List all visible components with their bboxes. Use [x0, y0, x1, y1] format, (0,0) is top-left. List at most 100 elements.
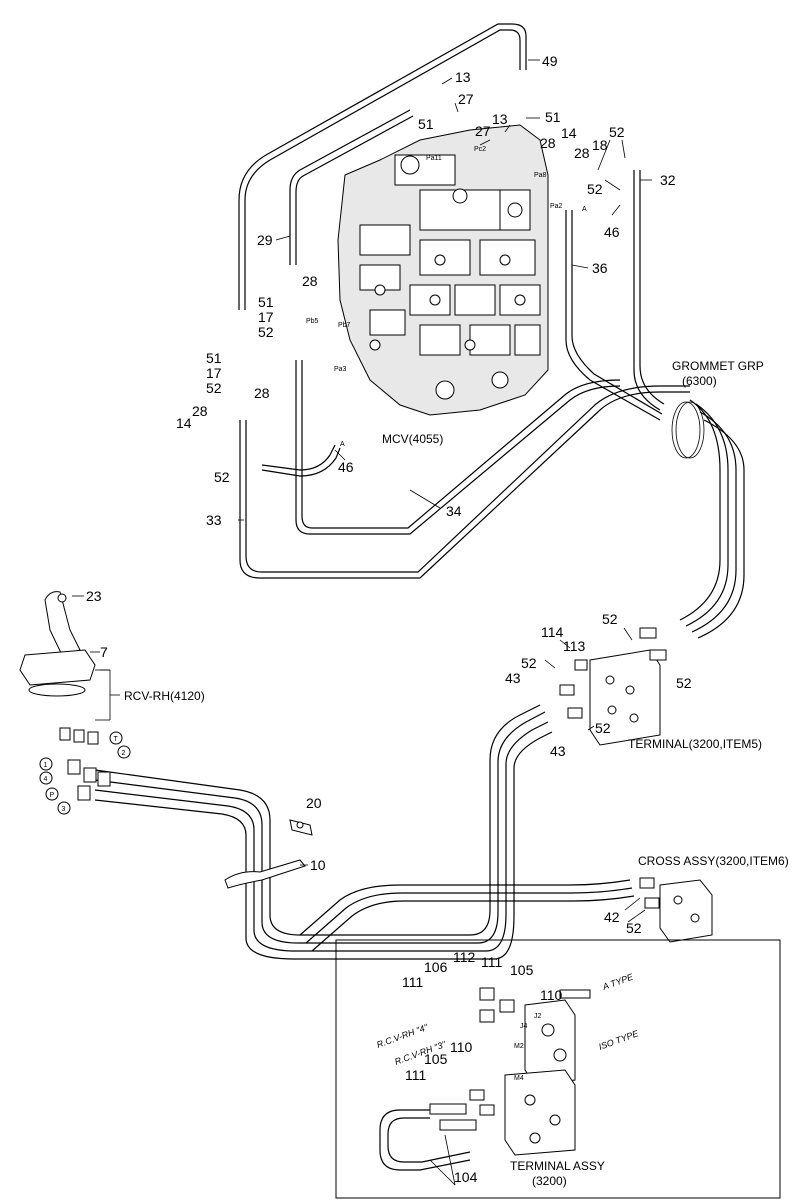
rcv-port-labels: 1 2 3 4 T P [39, 731, 131, 815]
rcv-fittings [59, 727, 111, 801]
callout-28d: 28 [254, 385, 270, 401]
callout-28b: 28 [574, 145, 590, 161]
terminal-assy-code: (3200) [532, 1174, 567, 1188]
callout-111b: 111 [481, 954, 502, 970]
terminal-block [559, 627, 667, 746]
callout-28e: 28 [192, 403, 208, 419]
callout-14b: 14 [176, 415, 192, 431]
callout-51d: 51 [206, 350, 222, 366]
callout-27a: 27 [458, 91, 474, 107]
port-pa11: Pa11 [426, 155, 442, 162]
callout-20: 20 [306, 795, 322, 811]
callout-52d: 52 [206, 380, 222, 396]
callout-51a: 51 [418, 116, 434, 132]
callout-114: 114 [541, 624, 564, 640]
callout-49: 49 [542, 53, 558, 69]
port-arrow-a-2: A [340, 441, 345, 448]
callout-42: 42 [604, 909, 620, 925]
mcv-label: MCV(4055) [382, 432, 443, 446]
callout-113: 113 [563, 638, 586, 654]
grommet-title: GROMMET GRP [672, 359, 764, 373]
port-pa3: Pa3 [334, 366, 347, 373]
callout-14a: 14 [561, 125, 577, 141]
rcv-port-4: 4 [44, 776, 48, 783]
terminal-label: TERMINAL(3200,ITEM5) [628, 737, 762, 751]
callout-106: 106 [424, 959, 448, 975]
leader-lines [72, 59, 652, 1186]
cross-assy [639, 877, 713, 943]
j2-label: J2 [534, 1013, 542, 1020]
callout-34: 34 [446, 503, 462, 519]
callout-51b: 51 [545, 109, 561, 125]
j4-label: J4 [520, 1023, 528, 1030]
callout-33: 33 [206, 512, 222, 528]
callout-17a: 17 [258, 309, 274, 325]
callout-46a: 46 [604, 224, 620, 240]
rcv-label: RCV-RH(4120) [124, 689, 205, 703]
callout-105a: 105 [510, 962, 534, 978]
grommet-code: (6300) [682, 374, 717, 388]
callout-52a: 52 [609, 124, 625, 140]
callout-52j: 52 [626, 920, 642, 936]
callout-29: 29 [257, 232, 273, 248]
callout-105b: 105 [424, 1051, 448, 1067]
callout-numbers: 49 13 27 51 27 13 51 28 14 18 52 28 52 3… [86, 53, 692, 1185]
callout-111c: 111 [405, 1067, 426, 1083]
callout-110b: 110 [450, 1039, 473, 1055]
callout-52i: 52 [595, 720, 611, 736]
callout-110a: 110 [540, 987, 563, 1003]
callout-10: 10 [310, 857, 326, 873]
callout-28a: 28 [540, 135, 556, 151]
clamp-and-bolt [224, 819, 313, 889]
rcv-joystick [19, 591, 96, 697]
assembly-labels: MCV(4055) GROMMET GRP (6300) RCV-RH(4120… [124, 359, 789, 1188]
port-labels: Pa11 Pc2 Pa8 Pa2 Pb5 Pb7 Pa3 A A [306, 146, 587, 448]
callout-52f: 52 [521, 655, 537, 671]
callout-7: 7 [100, 644, 108, 660]
rcv-port-1: 1 [44, 762, 48, 769]
callout-52c: 52 [258, 324, 274, 340]
rcv-4-label: R.C.V-RH "4" [375, 1022, 430, 1050]
port-pa2: Pa2 [550, 203, 563, 210]
m4-label: M4 [514, 1075, 524, 1082]
callout-104: 104 [454, 1169, 478, 1185]
callout-52h: 52 [676, 675, 692, 691]
port-pc2: Pc2 [474, 146, 486, 153]
hose-routing [94, 23, 745, 1171]
callout-52e: 52 [214, 469, 230, 485]
port-pa8: Pa8 [534, 172, 547, 179]
callout-28c: 28 [302, 273, 318, 289]
rcv-port-2: 2 [122, 750, 126, 757]
mcv-valve-body [337, 124, 549, 416]
callout-17b: 17 [206, 365, 222, 381]
port-pb5: Pb5 [306, 318, 319, 325]
callout-18: 18 [592, 137, 608, 153]
callout-36: 36 [592, 260, 608, 276]
callout-32: 32 [660, 172, 676, 188]
callout-27b: 27 [475, 123, 491, 139]
a-type-label: A TYPE [600, 971, 635, 992]
callout-23: 23 [86, 588, 102, 604]
rcv-port-p: P [50, 792, 55, 799]
callout-52b: 52 [587, 181, 603, 197]
iso-type-label: ISO TYPE [597, 1028, 640, 1052]
rcv-port-3: 3 [62, 806, 66, 813]
cross-assy-label: CROSS ASSY(3200,ITEM6) [638, 854, 789, 868]
callout-52g: 52 [602, 611, 618, 627]
terminal-assy-title: TERMINAL ASSY [510, 1159, 605, 1173]
port-arrow-a-1: A [582, 206, 587, 213]
callout-43a: 43 [505, 670, 521, 686]
grommet [671, 401, 705, 459]
callout-111a: 111 [402, 974, 423, 990]
callout-46b: 46 [338, 459, 354, 475]
port-pb7: Pb7 [338, 322, 351, 329]
callout-112: 112 [453, 949, 476, 965]
callout-13b: 13 [492, 111, 508, 127]
callout-13a: 13 [455, 69, 471, 85]
inset-box [335, 939, 781, 1199]
m2-label: M2 [514, 1043, 524, 1050]
rcv-port-t: T [114, 736, 119, 743]
callout-43b: 43 [550, 743, 566, 759]
callout-51c: 51 [258, 294, 274, 310]
